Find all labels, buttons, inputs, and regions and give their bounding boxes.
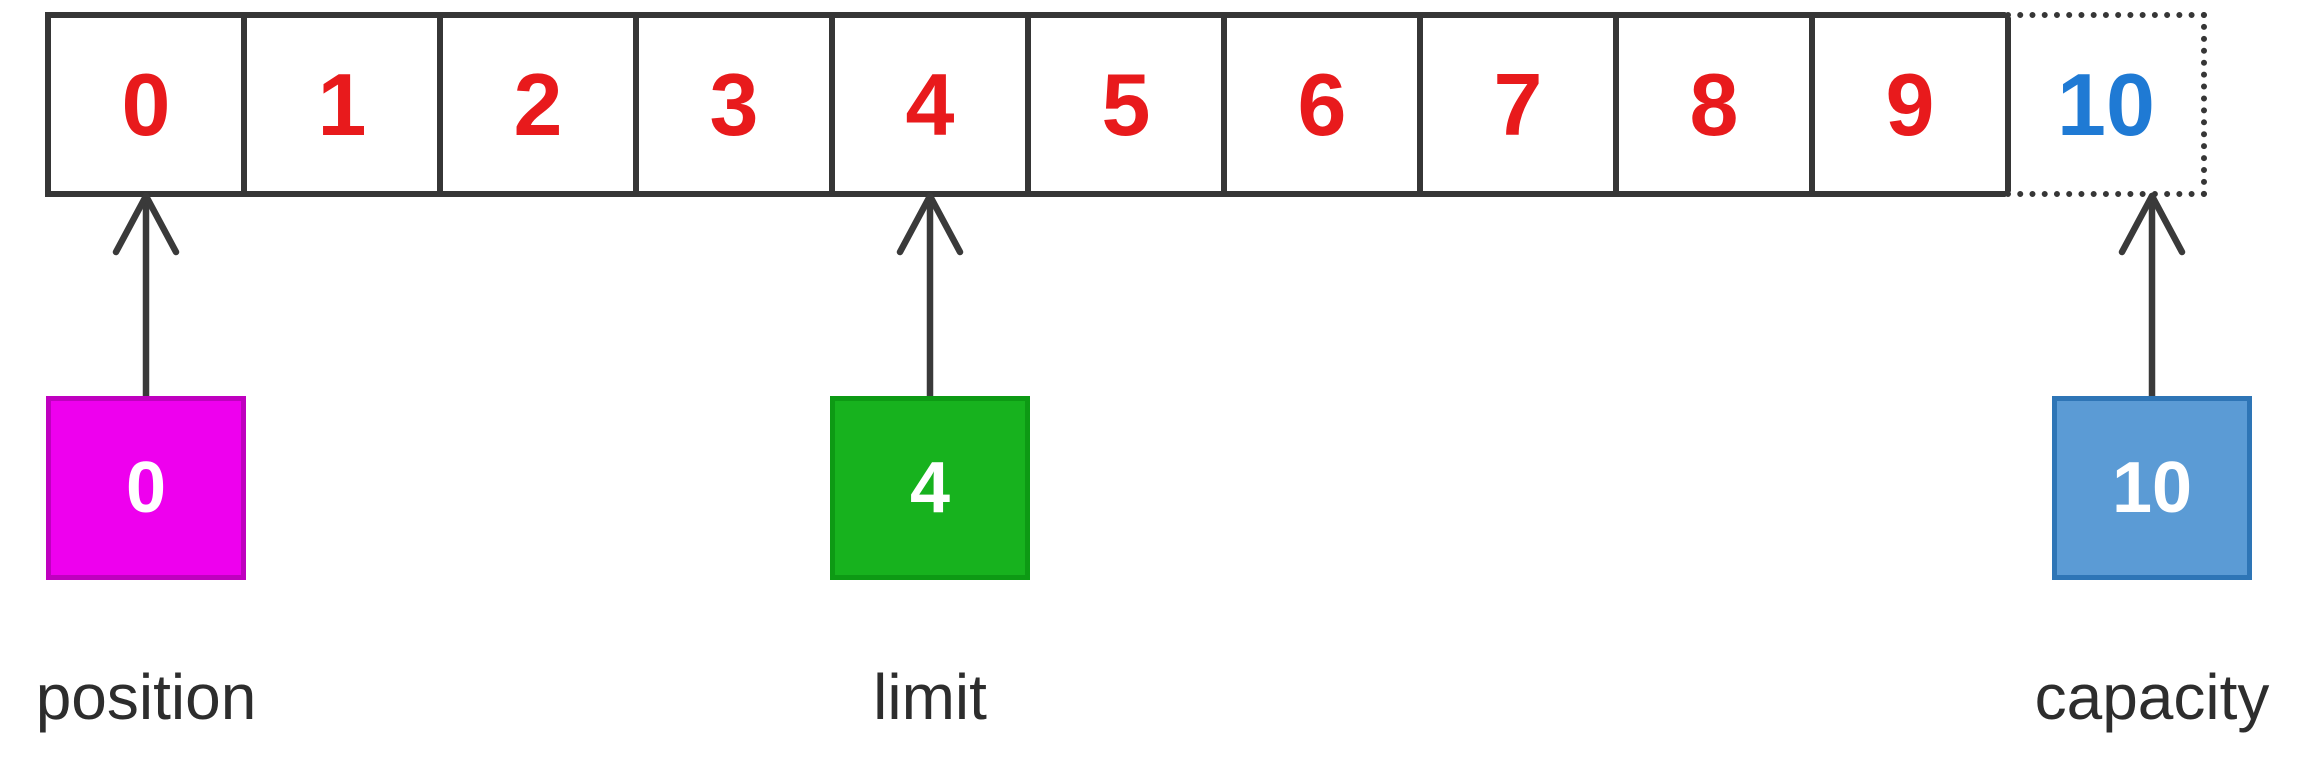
array-cell: 3 bbox=[633, 12, 835, 197]
cell-index-value: 3 bbox=[709, 54, 759, 154]
array-cell: 6 bbox=[1221, 12, 1423, 197]
array-cell: 7 bbox=[1417, 12, 1619, 197]
position-value: 0 bbox=[125, 448, 167, 528]
cell-index-value: 0 bbox=[121, 54, 171, 154]
cell-index-value: 7 bbox=[1493, 54, 1543, 154]
cell-index-value: 6 bbox=[1297, 54, 1347, 154]
capacity-value: 10 bbox=[2111, 448, 2193, 528]
array-cell: 0 bbox=[45, 12, 247, 197]
cell-index-value: 5 bbox=[1101, 54, 1151, 154]
array-cell: 8 bbox=[1613, 12, 1815, 197]
position-up-arrow-icon bbox=[112, 192, 180, 396]
cell-index-value: 8 bbox=[1689, 54, 1739, 154]
array-cell: 4 bbox=[829, 12, 1031, 197]
array-cell: 2 bbox=[437, 12, 639, 197]
capacity-up-arrow-icon bbox=[2118, 192, 2186, 396]
capacity-label: capacity bbox=[2034, 661, 2270, 733]
limit-label: limit bbox=[873, 661, 987, 733]
cell-index-value: 4 bbox=[905, 54, 955, 154]
position-box: 0 bbox=[46, 396, 246, 580]
cell-index-value: 2 bbox=[513, 54, 563, 154]
array-cell: 5 bbox=[1025, 12, 1227, 197]
cell-index-value: 9 bbox=[1885, 54, 1935, 154]
array-cell: 9 bbox=[1809, 12, 2011, 197]
position-label: position bbox=[35, 661, 257, 733]
limit-value: 4 bbox=[909, 448, 951, 528]
limit-box: 4 bbox=[830, 396, 1030, 580]
limit-up-arrow-icon bbox=[896, 192, 964, 396]
buffer-array: 0 1 2 3 4 5 6 7 8 9 10 bbox=[45, 12, 2207, 197]
cell-index-value: 10 bbox=[2057, 54, 2155, 154]
cell-index-value: 1 bbox=[317, 54, 367, 154]
array-cell: 1 bbox=[241, 12, 443, 197]
array-cell: 10 bbox=[2005, 12, 2207, 197]
capacity-box: 10 bbox=[2052, 396, 2252, 580]
